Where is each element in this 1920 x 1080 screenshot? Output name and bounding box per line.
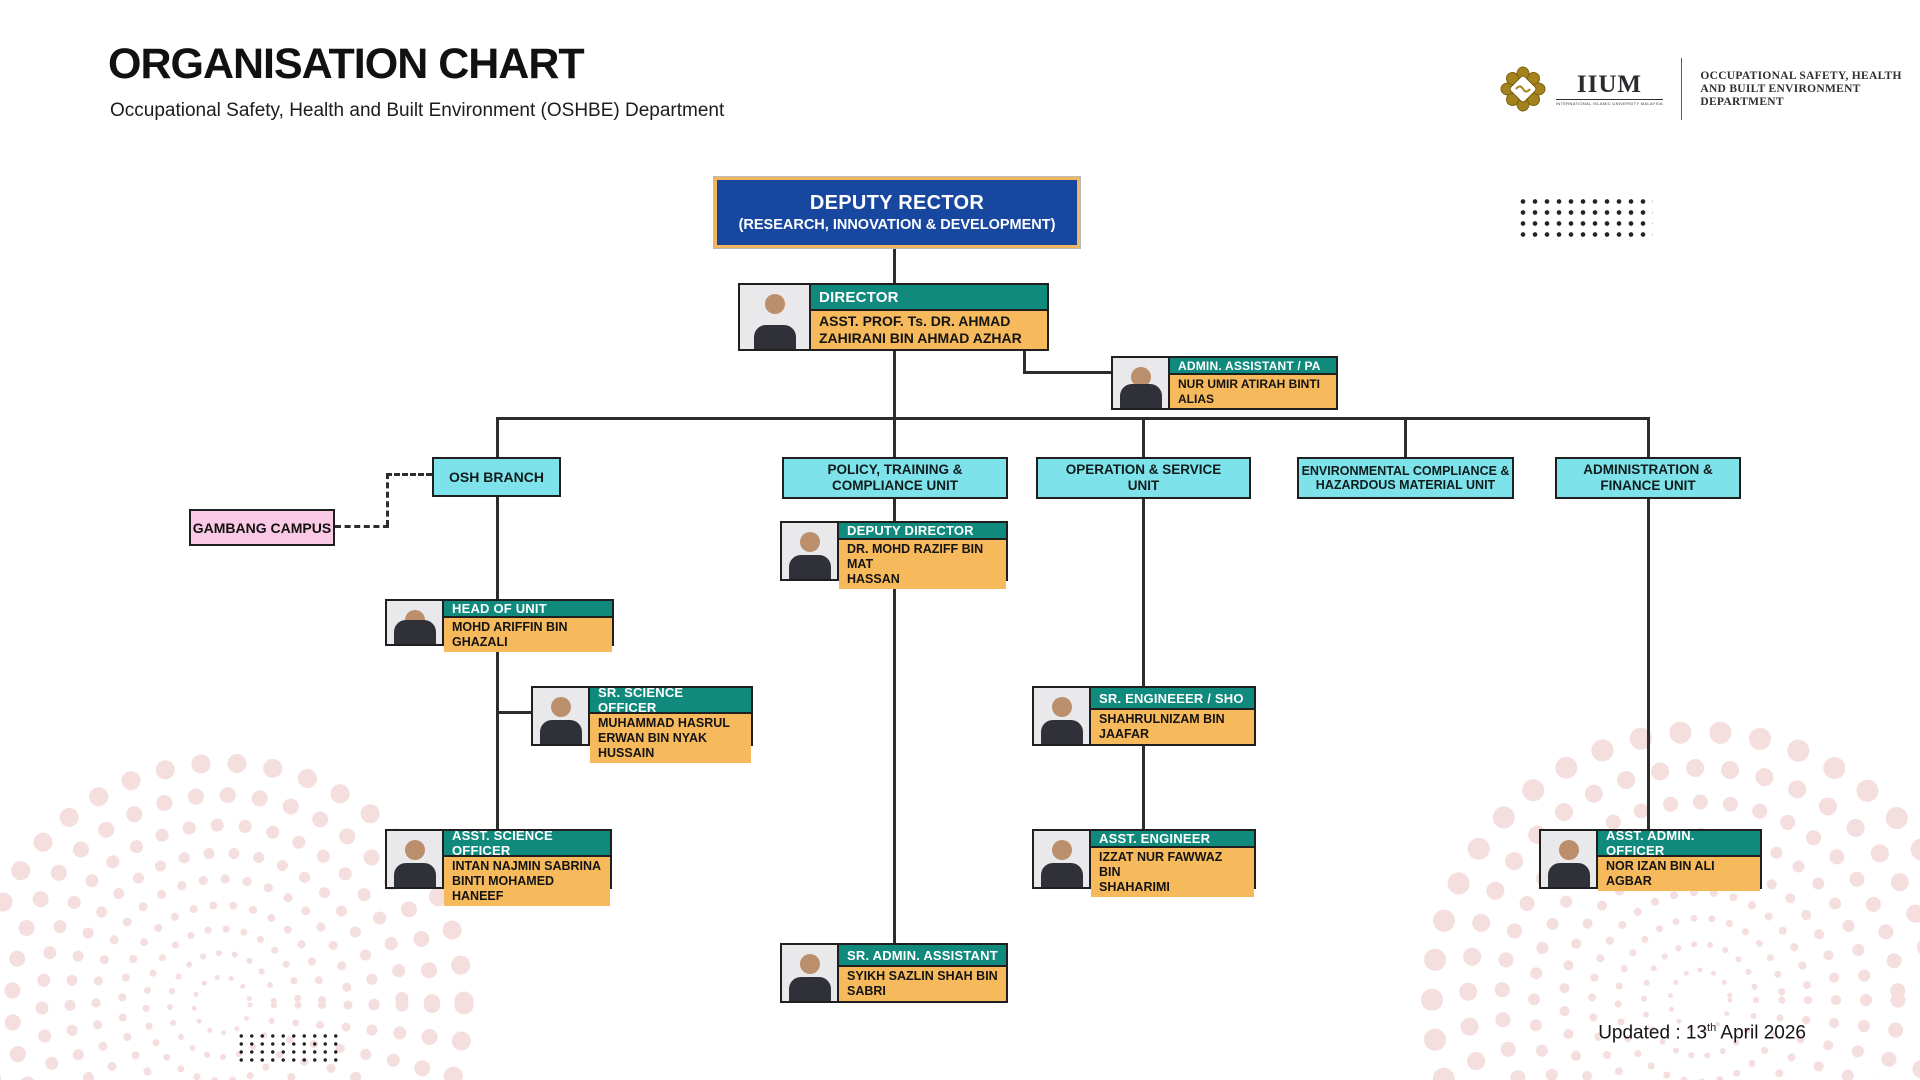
- card-asst-science-officer: ASST. SCIENCE OFFICER INTAN NAJMIN SABRI…: [385, 828, 612, 906]
- connector: [1023, 371, 1111, 374]
- iium-emblem-icon: [1500, 66, 1546, 112]
- connector-dashed: [386, 473, 389, 526]
- updated-date-ordinal: th: [1707, 1022, 1717, 1034]
- connector: [1142, 745, 1145, 829]
- unit-osh-branch: OSH BRANCH: [432, 457, 561, 497]
- card-asst-engineer: ASST. ENGINEER IZZAT NUR FAWWAZ BIN SHAH…: [1032, 829, 1256, 897]
- connector-dashed: [335, 525, 389, 528]
- director-photo: [740, 285, 811, 349]
- admin-assistant-role: ADMIN. ASSISTANT / PA: [1170, 358, 1336, 375]
- director-name: ASST. PROF. Ts. DR. AHMAD ZAHIRANI BIN A…: [811, 311, 1047, 349]
- dot-grid-top-right: [1517, 196, 1653, 238]
- connector: [496, 645, 499, 829]
- deputy-rector-subtitle: (RESEARCH, INNOVATION & DEVELOPMENT): [738, 217, 1056, 233]
- deputy-director-name: DR. MOHD RAZIFF BIN MAT HASSAN: [839, 540, 1006, 589]
- card-deputy-director: DEPUTY DIRECTOR DR. MOHD RAZIFF BIN MAT …: [780, 521, 1008, 589]
- connector: [497, 711, 531, 714]
- connector: [893, 248, 896, 283]
- admin-assistant-name: NUR UMIR ATIRAH BINTI ALIAS: [1170, 375, 1336, 408]
- sr-engineer-photo: [1034, 688, 1091, 744]
- card-admin-assistant: ADMIN. ASSISTANT / PA NUR UMIR ATIRAH BI…: [1111, 356, 1338, 410]
- asst-admin-officer-name: NOR IZAN BIN ALI AGBAR: [1598, 857, 1760, 891]
- asst-science-officer-name: INTAN NAJMIN SABRINA BINTI MOHAMED HANEE…: [444, 857, 610, 906]
- card-asst-admin-officer: ASST. ADMIN. OFFICER NOR IZAN BIN ALI AG…: [1539, 828, 1762, 891]
- connector: [1404, 417, 1407, 457]
- head-of-unit-name: MOHD ARIFFIN BIN GHAZALI: [444, 618, 612, 652]
- sr-admin-assistant-name: SYIKH SAZLIN SHAH BIN SABRI: [839, 967, 1006, 1001]
- connector: [1647, 497, 1650, 829]
- connector: [893, 351, 896, 457]
- connector: [893, 580, 896, 943]
- card-director: DIRECTOR ASST. PROF. Ts. DR. AHMAD ZAHIR…: [738, 283, 1049, 351]
- admin-assistant-photo: [1113, 358, 1170, 408]
- sr-admin-assistant-photo: [782, 945, 839, 1001]
- unit-policy-training-compliance: POLICY, TRAINING & COMPLIANCE UNIT: [782, 457, 1008, 499]
- logo-divider: [1680, 58, 1683, 120]
- deputy-rector-title: DEPUTY RECTOR: [809, 192, 985, 214]
- asst-engineer-name: IZZAT NUR FAWWAZ BIN SHAHARIMI: [1091, 848, 1254, 897]
- logo: IIUM INTERNATIONAL ISLAMIC UNIVERSITY MA…: [1500, 58, 1902, 120]
- updated-date: Updated : 13th April 2026: [1598, 1022, 1806, 1044]
- updated-date-prefix: Updated : 13: [1598, 1022, 1708, 1044]
- card-sr-admin-assistant: SR. ADMIN. ASSISTANT SYIKH SAZLIN SHAH B…: [780, 943, 1008, 1003]
- sr-science-officer-photo: [533, 688, 590, 744]
- card-sr-engineer: SR. ENGINEEER / SHO SHAHRULNIZAM BIN JAA…: [1032, 686, 1256, 746]
- head-of-unit-photo: [387, 601, 444, 644]
- connector: [496, 417, 1650, 420]
- iium-wordmark: IIUM: [1576, 71, 1642, 98]
- connector: [1647, 417, 1650, 457]
- asst-science-officer-role: ASST. SCIENCE OFFICER: [444, 828, 610, 858]
- card-head-of-unit: HEAD OF UNIT MOHD ARIFFIN BIN GHAZALI: [385, 599, 614, 652]
- updated-date-suffix: April 2026: [1716, 1022, 1806, 1044]
- sr-engineer-role: SR. ENGINEEER / SHO: [1091, 688, 1254, 710]
- head-of-unit-role: HEAD OF UNIT: [444, 601, 612, 618]
- connector: [496, 417, 499, 457]
- connector: [1023, 351, 1026, 374]
- connector: [1142, 417, 1145, 457]
- asst-engineer-photo: [1034, 831, 1091, 887]
- connector: [496, 497, 499, 599]
- page-title: ORGANISATION CHART: [108, 40, 585, 88]
- unit-administration-finance: ADMINISTRATION & FINANCE UNIT: [1555, 457, 1741, 499]
- connector: [893, 497, 896, 521]
- sr-science-officer-name: MUHAMMAD HASRUL ERWAN BIN NYAK HUSSAIN: [590, 714, 751, 763]
- sr-admin-assistant-role: SR. ADMIN. ASSISTANT: [839, 945, 1006, 967]
- card-sr-science-officer: SR. SCIENCE OFFICER MUHAMMAD HASRUL ERWA…: [531, 685, 753, 763]
- deputy-director-photo: [782, 523, 839, 579]
- page-subtitle: Occupational Safety, Health and Built En…: [110, 100, 725, 121]
- unit-operation-service: OPERATION & SERVICE UNIT: [1036, 457, 1251, 499]
- connector-dashed: [386, 473, 432, 476]
- unit-environmental-compliance: ENVIRONMENTAL COMPLIANCE & HAZARDOUS MAT…: [1297, 457, 1514, 499]
- deputy-director-role: DEPUTY DIRECTOR: [839, 523, 1006, 540]
- decorative-dot-rings-bottom-left: [0, 753, 474, 1080]
- asst-admin-officer-role: ASST. ADMIN. OFFICER: [1598, 828, 1760, 858]
- logo-department-text: OCCUPATIONAL SAFETY, HEALTH AND BUILT EN…: [1700, 69, 1902, 108]
- asst-science-officer-photo: [387, 831, 444, 887]
- iium-caption: INTERNATIONAL ISLAMIC UNIVERSITY MALAYSI…: [1556, 99, 1663, 106]
- director-role: DIRECTOR: [811, 285, 1047, 311]
- gambang-campus-box: GAMBANG CAMPUS: [189, 509, 335, 546]
- connector: [1142, 497, 1145, 686]
- sr-engineer-name: SHAHRULNIZAM BIN JAAFAR: [1091, 710, 1254, 744]
- asst-admin-officer-photo: [1541, 831, 1598, 887]
- dot-grid-bottom-left: [236, 1032, 340, 1064]
- sr-science-officer-role: SR. SCIENCE OFFICER: [590, 685, 751, 715]
- deputy-rector-box: DEPUTY RECTOR (RESEARCH, INNOVATION & DE…: [714, 177, 1080, 248]
- asst-engineer-role: ASST. ENGINEER: [1091, 831, 1254, 848]
